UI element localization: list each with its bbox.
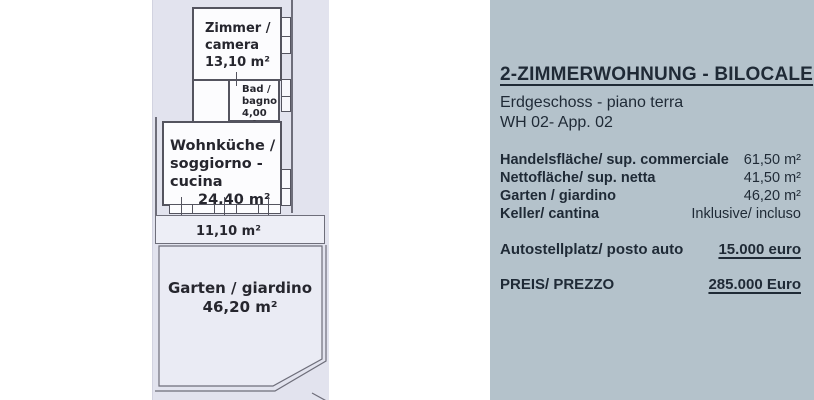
terrace-area-label: 11,10 m² — [196, 224, 261, 239]
table-row: Keller/ cantina Inklusive/ incluso — [500, 205, 801, 223]
room-bedroom-label: Zimmer / camera 13,10 m² — [205, 21, 271, 70]
room-corridor — [192, 79, 230, 123]
detail-label: Handelsfläche/ sup. commerciale — [500, 152, 729, 168]
parking-label: Autostellplatz/ posto auto — [500, 241, 684, 258]
detail-value: 46,20 m² — [743, 188, 801, 204]
garden-outline — [155, 245, 327, 400]
exterior-wall-left — [155, 117, 157, 215]
room-living-kitchen-label: Wohnküche / soggiorno - cucina 24,40 m² — [170, 138, 276, 208]
detail-value: 41,50 m² — [743, 170, 801, 186]
detail-label: Keller/ cantina — [500, 206, 600, 222]
wall-tick — [268, 197, 269, 217]
detail-value: 61,50 m² — [743, 152, 801, 168]
window-icon — [281, 79, 291, 112]
table-row: Garten / giardino 46,20 m² — [500, 187, 801, 205]
listing-subtitle: Erdgeschoss - piano terra WH 02- App. 02 — [500, 93, 683, 133]
window-band — [169, 204, 281, 214]
table-row: Nettofläche/ sup. netta 41,50 m² — [500, 169, 801, 187]
window-icon — [281, 169, 291, 206]
price-row: PREIS/ PREZZO 285.000 Euro — [500, 276, 801, 293]
room-bedroom: Zimmer / camera 13,10 m² — [192, 7, 282, 81]
floor-line: Erdgeschoss - piano terra — [500, 94, 684, 111]
parking-price: 15.000 euro — [718, 241, 801, 258]
listing-title: 2-ZIMMERWOHNUNG - BILOCALE — [500, 64, 814, 85]
detail-label: Nettofläche/ sup. netta — [500, 170, 656, 186]
garden-label: Garten / giardino 46,20 m² — [167, 279, 313, 316]
price-value: 285.000 Euro — [708, 276, 801, 293]
wall-tick — [224, 197, 225, 217]
wall-tick — [181, 197, 182, 217]
info-panel: 2-ZIMMERWOHNUNG - BILOCALE Erdgeschoss -… — [490, 0, 814, 400]
parking-row: Autostellplatz/ posto auto 15.000 euro — [500, 241, 801, 258]
detail-value: Inklusive/ incluso — [691, 206, 801, 222]
detail-label: Garten / giardino — [500, 188, 617, 204]
door-tick — [236, 72, 237, 86]
details-table: Handelsfläche/ sup. commerciale 61,50 m²… — [500, 151, 801, 223]
room-living-kitchen: Wohnküche / soggiorno - cucina 24,40 m² — [162, 121, 282, 208]
window-icon — [281, 17, 291, 54]
terrace-area — [155, 215, 325, 244]
exterior-wall-right — [291, 0, 293, 213]
price-label: PREIS/ PREZZO — [500, 276, 615, 293]
table-row: Handelsfläche/ sup. commerciale 61,50 m² — [500, 151, 801, 169]
unit-line: WH 02- App. 02 — [500, 114, 613, 131]
